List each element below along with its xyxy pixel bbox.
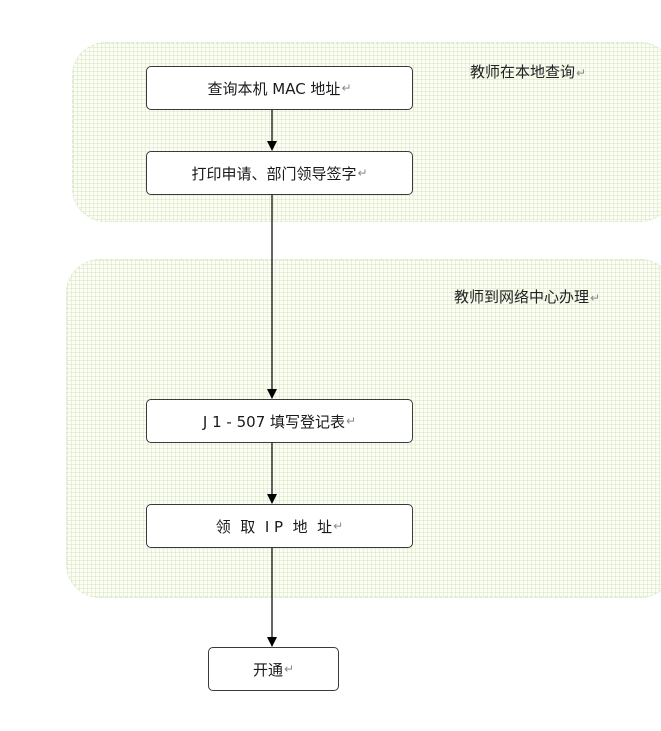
step-activate: 开通↵ xyxy=(208,647,339,691)
paragraph-mark-icon: ↵ xyxy=(346,414,357,428)
paragraph-mark-icon: ↵ xyxy=(333,519,344,533)
paragraph-mark-icon: ↵ xyxy=(590,291,601,305)
step-fill-form: J 1 - 507 填写登记表↵ xyxy=(146,399,413,443)
local-query-region-label: 教师在本地查询↵ xyxy=(470,61,586,82)
step-activate-text: 开通 xyxy=(252,660,283,679)
step-get-ip: 领 取 I P 地 址↵ xyxy=(146,504,413,548)
step-query-mac-text: 查询本机 MAC 地址 xyxy=(207,79,341,98)
network-center-label-text: 教师到网络中心办理 xyxy=(454,288,590,306)
step-get-ip-text: 领 取 I P 地 址 xyxy=(215,517,333,536)
paragraph-mark-icon: ↵ xyxy=(341,81,352,95)
step-print-sign: 打印申请、部门领导签字↵ xyxy=(146,151,413,195)
paragraph-mark-icon: ↵ xyxy=(357,166,368,180)
paragraph-mark-icon: ↵ xyxy=(576,66,587,80)
network-center-region-label: 教师到网络中心办理↵ xyxy=(454,286,600,307)
step-print-sign-text: 打印申请、部门领导签字 xyxy=(191,164,357,183)
step-query-mac: 查询本机 MAC 地址↵ xyxy=(146,66,413,110)
step-fill-form-text: J 1 - 507 填写登记表 xyxy=(202,412,346,431)
local-query-label-text: 教师在本地查询 xyxy=(470,63,576,81)
paragraph-mark-icon: ↵ xyxy=(283,662,295,676)
